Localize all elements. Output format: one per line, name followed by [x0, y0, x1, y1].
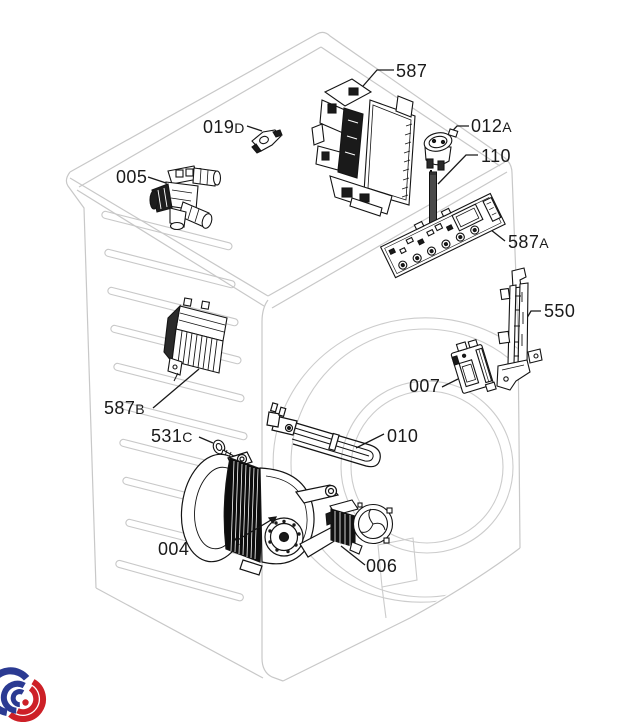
- logo-red-center-dot: [22, 699, 29, 706]
- door-opening-arcs: [272, 317, 520, 619]
- part-110-tube: [429, 171, 437, 225]
- leader-007: [441, 378, 459, 388]
- label-010: 010: [387, 426, 419, 446]
- label-005: 005: [116, 167, 148, 187]
- label-550: 550: [544, 301, 576, 321]
- cabinet-outline: [65, 31, 521, 682]
- leader-587B: [152, 368, 200, 409]
- logo-blue-outer-arc: [0, 667, 30, 716]
- leader-005: [147, 176, 167, 184]
- logo-red-outer-arc: [8, 679, 46, 722]
- logo-blue-inner-arc: [10, 689, 25, 708]
- label-587: 587: [396, 61, 428, 81]
- label-004: 004: [158, 539, 190, 559]
- leader-587: [356, 69, 394, 94]
- part-006-drain-pump: [325, 499, 394, 555]
- part-587B-suppressor: [163, 297, 228, 382]
- label-006: 006: [366, 556, 398, 576]
- leader-019D: [246, 125, 263, 132]
- leader-110: [437, 154, 478, 185]
- logo-blue-mid-arc: [0, 680, 26, 714]
- leader-006: [340, 545, 366, 566]
- leader-010: [355, 433, 385, 449]
- part-005-inlet-valve: [149, 165, 222, 231]
- part-550-rail: [496, 267, 543, 391]
- label-110: 110: [481, 146, 511, 166]
- label-007: 007: [409, 376, 441, 396]
- part-012A-pressure-switch: [423, 128, 459, 177]
- part-019D-clip: [251, 129, 283, 154]
- leader-531C: [198, 436, 214, 444]
- part-004-motor: [180, 451, 347, 576]
- brand-swirl-logo: [0, 667, 46, 722]
- part-587A-display-board: [379, 192, 506, 279]
- logo-red-mid-arc: [16, 686, 39, 715]
- part-587-power-module: [311, 78, 416, 217]
- part-010-heating-element: [266, 402, 381, 468]
- part-007-module: [450, 338, 497, 394]
